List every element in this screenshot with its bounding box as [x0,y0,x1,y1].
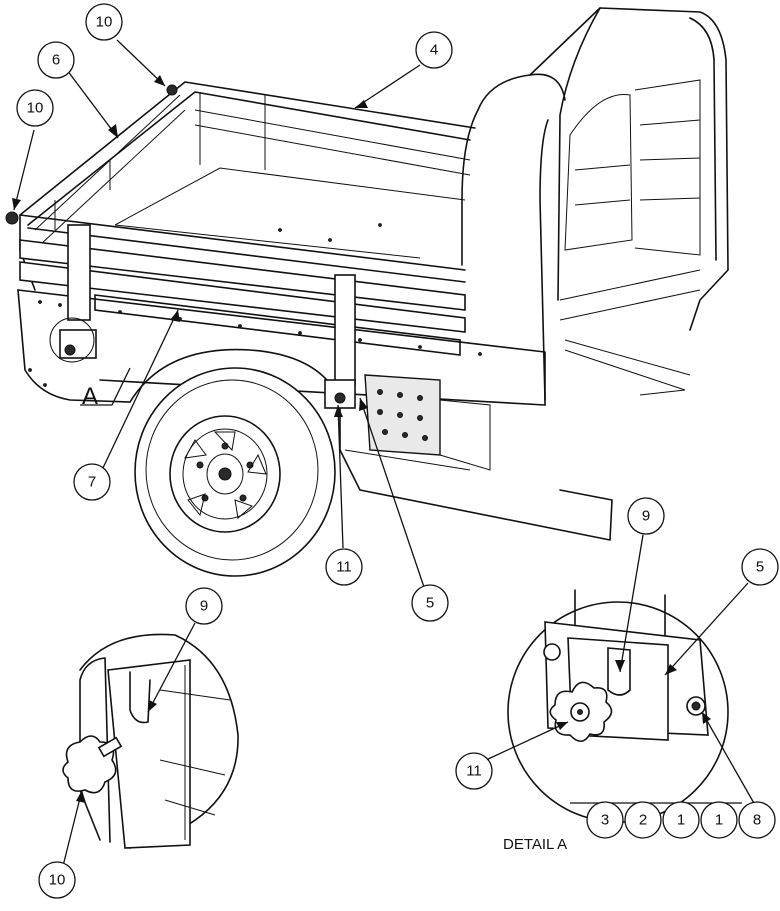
detail-caption: DETAIL A [503,836,567,853]
bom-bubble-4: 1 [700,801,738,839]
callout-10-bottom: 10 [38,861,76,899]
callout-10-top: 10 [85,3,123,41]
wheel [134,367,336,577]
callout-4: 4 [415,31,453,69]
svg-text:1: 1 [715,812,723,829]
svg-text:1: 1 [677,812,685,829]
leader-arrowheads [12,75,711,803]
bom-bubble-5: 8 [738,801,776,839]
bom-bubble-2: 2 [624,801,662,839]
detail-circle-left [62,633,239,849]
callout-6: 6 [37,41,75,79]
truck-bed [17,81,613,541]
svg-text:5: 5 [426,595,434,612]
svg-text:10: 10 [49,872,66,889]
knob-top-icon [166,84,178,96]
svg-text:2: 2 [639,812,647,829]
callout-5-main: 5 [411,584,449,622]
detail-circle-right [507,589,729,823]
callout-9-detail: 9 [627,497,665,535]
svg-text:8: 8 [753,812,761,829]
leader-lines [13,39,756,867]
callout-7: 7 [73,463,111,501]
svg-text:6: 6 [52,52,60,69]
svg-text:11: 11 [336,559,352,576]
svg-text:7: 7 [88,474,96,491]
svg-text:9: 9 [200,598,208,615]
callout-11-main: 11 [325,548,363,586]
cab-outline [461,7,729,401]
section-marker: A [82,383,98,410]
svg-text:9: 9 [642,508,650,525]
svg-text:10: 10 [96,14,113,31]
callout-10-left: 10 [16,89,54,127]
svg-text:3: 3 [601,812,609,829]
callout-5-detail: 5 [741,548,779,586]
svg-text:5: 5 [756,559,764,576]
bom-bubble-3: 1 [662,801,700,839]
callout-9-left: 9 [185,587,223,625]
callout-11-detail: 11 [455,752,493,790]
svg-text:10: 10 [27,100,44,117]
svg-text:4: 4 [430,42,438,59]
svg-text:11: 11 [466,763,482,780]
knob-left-icon [5,211,19,225]
bom-bubble-1: 3 [586,801,624,839]
